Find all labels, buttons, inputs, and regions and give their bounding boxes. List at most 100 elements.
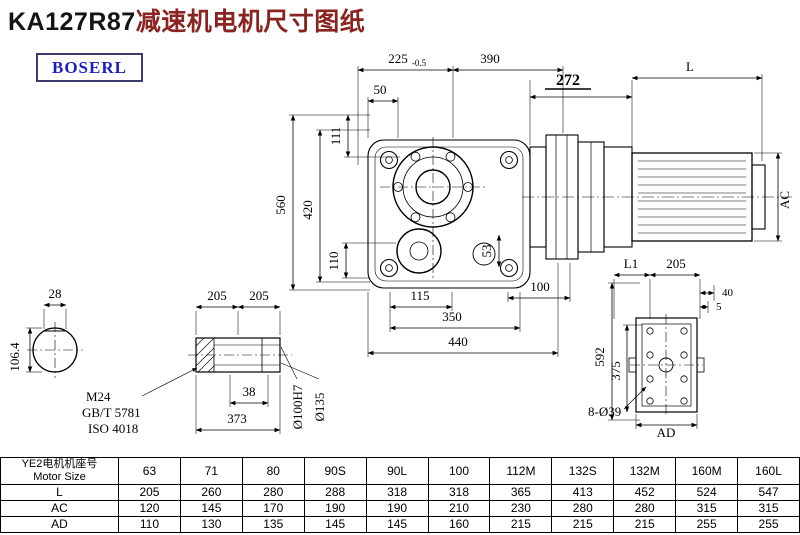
size-col-header: 90S [303,457,367,485]
dim-label-d110: 110 [326,251,341,270]
dim-value-cell: 110 [118,516,181,533]
motor-fins [638,160,746,234]
table-header-cn: YE2电机机座号 [21,458,98,471]
dim-value-cell: 315 [675,500,739,517]
dim-label-d375: 375 [608,361,623,381]
row-label: L [0,484,119,501]
dim-label-d205c: 205 [666,256,686,271]
dim-value-cell: 210 [427,500,491,517]
row-label: AD [0,516,119,533]
dim-label-d5: 5 [716,301,722,313]
flange-bolt-holes [646,327,688,405]
dim-value-cell: 318 [365,484,429,501]
brand-logo-text: BOSERL [52,57,127,77]
dim-value-cell: 315 [737,500,800,517]
dim-value-cell: 365 [489,484,553,501]
m24-leader-line [141,367,198,397]
dim-value-cell: 524 [675,484,739,501]
dim-label-d28: 28 [49,286,62,301]
dim-value-cell: 120 [118,500,181,517]
dim-label-dL: L [686,59,694,74]
dim-label-d592: 592 [592,347,607,367]
dim-label-gbt: GB/T 5781 [82,405,141,420]
dim-value-cell: 145 [365,516,429,533]
dim-label-d40: 40 [722,287,734,299]
dim-value-cell: 318 [427,484,491,501]
row-label: AC [0,500,119,517]
dim-value-cell: 170 [241,500,305,517]
hatching [195,337,215,373]
dim-label-iso: ISO 4018 [88,421,138,436]
dim-value-cell: 230 [489,500,553,517]
dim-value-cell: 215 [489,516,553,533]
size-col-header: 71 [179,457,243,485]
bolt-hole-ring [393,151,473,223]
dim-label-dAC: AC [777,191,792,209]
model-code: KA127R87 [8,8,136,36]
dim-value-cell: 130 [179,516,243,533]
dim-value-cell: 452 [613,484,677,501]
dim-label-d8d39: 8-Ø39 [588,404,621,419]
dim-value-cell: 288 [303,484,367,501]
dim-label-d440: 440 [448,334,468,349]
dim-value-cell: 215 [613,516,677,533]
dim-label-d100h7: Ø100H7 [290,384,305,429]
shaft-side-view [141,337,320,397]
dim-label-d225tol: -0.5 [412,58,427,68]
motor-end-view [628,314,705,416]
dim-label-dAD: AD [657,425,676,440]
dim-value-cell: 255 [737,516,800,533]
page-title: KA127R87减速机电机尺寸图纸 [8,2,365,38]
size-col-header: 132M [613,457,677,485]
size-col-header: 112M [489,457,553,485]
dim-value-cell: 135 [241,516,305,533]
dim-label-d53: 53 [479,245,494,258]
dim-label-d560: 560 [273,195,288,215]
dim-value-cell: 280 [551,500,615,517]
dim-label-d115: 115 [410,288,429,303]
dim-value-cell: 413 [551,484,615,501]
dim-label-d205b: 205 [249,288,269,303]
dim-label-d38: 38 [243,384,256,399]
size-col-header: 160L [737,457,800,485]
dim-label-d100: 100 [530,279,550,294]
technical-drawing: 50225-0.5390272L560420111110531151003504… [7,51,792,440]
dim-value-cell: 160 [427,516,491,533]
dim-value-cell: 215 [551,516,615,533]
size-col-header: 100 [427,457,491,485]
dim-label-d373: 373 [227,411,247,426]
dim-value-cell: 255 [675,516,739,533]
dim-value-cell: 280 [241,484,305,501]
dim-value-cell: 547 [737,484,800,501]
dim-label-d272: 272 [556,72,580,89]
size-col-header: 80 [241,457,305,485]
size-col-header: 63 [118,457,181,485]
shaft-end-view [27,322,83,378]
dim-value-cell: 280 [613,500,677,517]
size-col-header: 160M [675,457,739,485]
table-header-en: Motor Size [33,471,86,483]
size-col-header: 90L [365,457,429,485]
dim-label-d106: 106.4 [7,342,22,372]
size-col-header: 132S [551,457,615,485]
dim-label-dL1: L1 [624,256,638,271]
dim-value-cell: 190 [365,500,429,517]
dim-label-d225: 225 [388,51,408,66]
dim-label-d205a: 205 [207,288,227,303]
dim-label-d111: 111 [328,127,343,146]
motor-side-view [522,134,792,260]
dim-label-d50: 50 [374,82,387,97]
brand-logo: BOSERL [36,53,143,82]
title-suffix: 减速机电机尺寸图纸 [135,8,366,36]
dim-value-cell: 205 [118,484,181,501]
dim-label-d420: 420 [300,200,315,220]
dim-label-m24: M24 [86,389,111,404]
gearbox-front-view [367,137,531,289]
